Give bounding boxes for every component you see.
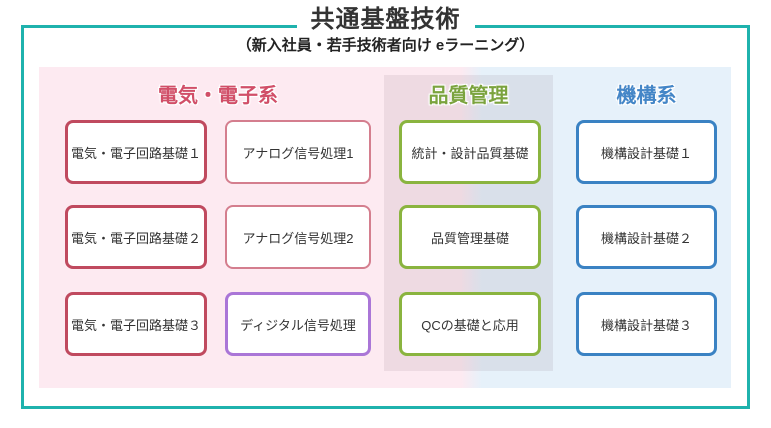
section-header-quality: 品質管理 <box>428 85 509 107</box>
course-box-digital-signal: ディジタル信号処理 <box>225 292 371 356</box>
section-header-mechanical: 機構系 <box>616 85 677 107</box>
course-box-qc-basics: QCの基礎と応用 <box>399 292 541 356</box>
page-subtitle: （新入社員・若手技術者向け eラーニング） <box>228 36 543 56</box>
course-box-quality-mgmt-basic: 品質管理基礎 <box>399 205 541 269</box>
section-header-electric: 電気・電子系 <box>158 85 278 107</box>
page-title: 共通基盤技術 <box>296 4 475 36</box>
course-box-mech-2: 機構設計基礎２ <box>576 205 717 269</box>
course-box-circuit-1: 電気・電子回路基礎１ <box>65 120 207 184</box>
course-box-analog-2: アナログ信号処理2 <box>225 205 371 269</box>
course-box-analog-1: アナログ信号処理1 <box>225 120 371 184</box>
course-box-circuit-3: 電気・電子回路基礎３ <box>65 292 207 356</box>
course-box-stat-design-quality: 統計・設計品質基礎 <box>399 120 541 184</box>
course-box-mech-1: 機構設計基礎１ <box>576 120 717 184</box>
course-box-circuit-2: 電気・電子回路基礎２ <box>65 205 207 269</box>
course-box-mech-3: 機構設計基礎３ <box>576 292 717 356</box>
